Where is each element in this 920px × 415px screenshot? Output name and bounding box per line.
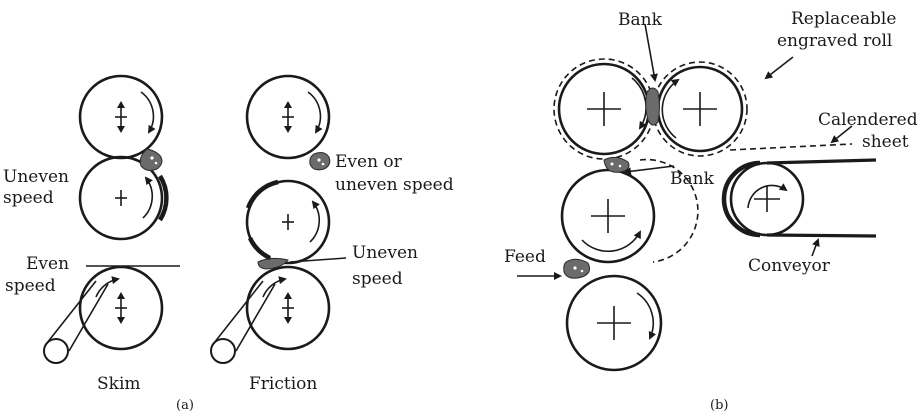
friction-middle-roll [245,179,331,265]
friction-even-or-label-1: Even or [335,152,403,172]
friction-top-roll-axis-icon [282,101,294,133]
skim-assembly: Uneven speed Even speed Skim [3,74,180,394]
skim-even-label-1: Even [26,254,69,274]
skim-fabric-in [46,280,97,344]
conveyor-belt-top [766,158,877,165]
bank-middle-label: Bank [670,169,715,189]
friction-assembly: Even or uneven speed Uneven speed Fricti… [210,74,454,394]
skim-top-roll-axis-icon [115,101,127,133]
feed-bank [563,258,590,279]
engraved-rotation-arrow-icon [661,78,680,139]
skim-label: Skim [97,374,141,394]
bottom-left-roll-axis-icon [597,306,631,340]
skim-bottom-roll-axis-icon [115,292,127,324]
skim-feed-roll [43,338,69,364]
skim-top-rotation-arrow-icon [140,91,156,134]
skim-middle-rotation-arrow-icon [142,176,153,219]
bottom-left-roll [565,274,663,372]
middle-left-roll [560,168,656,264]
middle-left-roll-axis-icon [591,199,625,233]
top-left-roll-axis-icon [587,92,621,126]
bank-top-label: Bank [618,10,663,30]
friction-uneven-label-2: speed [352,269,403,289]
conveyor-label: Conveyor [748,256,831,276]
skim-bottom-roll [78,265,164,351]
friction-bottom-roll-axis-icon [282,292,294,324]
panel-b-calender: Bank Replaceable engraved roll Calendere… [504,9,918,372]
skim-even-label-2: speed [5,276,56,296]
replaceable-label-2: engraved roll [777,31,892,51]
engraved-roll-axis-icon [683,92,717,126]
skim-uneven-label-2: speed [3,188,54,208]
friction-middle-rotation-arrow-icon [309,200,320,243]
friction-bottom-rotation-arrow-icon [262,276,287,298]
friction-top-rotation-arrow-icon [307,91,323,134]
friction-label: Friction [249,374,317,394]
panel-b-caption: (b) [710,398,728,413]
skim-middle-roll-axis-icon [115,190,127,206]
skim-middle-roll [78,155,164,241]
calendered-label-2: sheet [862,132,909,152]
conveyor-roll-axis-icon [754,186,780,212]
panel-a-caption: (a) [176,398,194,413]
bottom-left-rotation-arrow-icon [636,292,657,340]
friction-even-or-label-2: uneven speed [335,175,454,195]
friction-bottom-roll [245,265,331,351]
friction-bank-lower [257,257,289,270]
friction-middle-roll-axis-icon [282,214,294,230]
conveyor-rotation-arrow-icon [747,183,788,209]
top-left-rotation-arrow-icon [631,77,647,130]
replaceable-label-1: Replaceable [791,9,896,29]
engraved-roll-sheet-path [652,61,748,157]
skim-uneven-label-1: Uneven [3,167,69,187]
conveyor-belt-bottom [766,233,877,238]
friction-feed-roll [210,338,236,364]
top-bank [645,87,660,126]
friction-top-roll [245,74,331,160]
feed-label: Feed [504,247,546,267]
middle-left-rotation-arrow-icon [581,230,641,253]
calendered-label-1: Calendered [818,110,918,130]
skim-bank [139,148,163,171]
friction-uneven-label-1: Uneven [352,243,418,263]
skim-bottom-rotation-arrow-icon [95,276,120,298]
